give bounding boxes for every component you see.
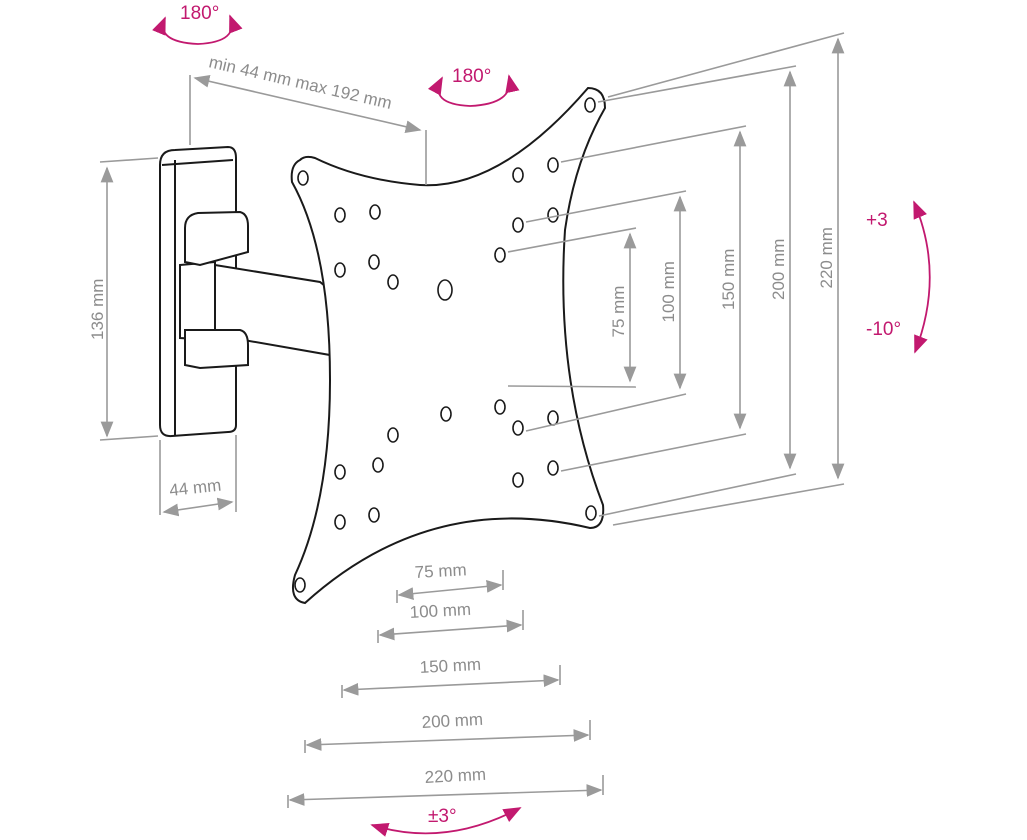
mounting-hole: [297, 170, 309, 186]
mounting-hole: [584, 97, 596, 113]
mounting-holes: [294, 97, 597, 593]
wall-plate-height-label: 136 mm: [88, 279, 107, 340]
arm-extension-label: min 44 mm max 192 mm: [207, 52, 394, 113]
vesa-horizontal-dim-line: [305, 729, 590, 751]
mounting-hole: [512, 167, 524, 183]
wall-plate-depth-label: 44 mm: [168, 476, 222, 500]
mounting-hole: [547, 410, 559, 426]
mounting-hole: [294, 577, 306, 593]
level-adjust-label: ±3°: [428, 806, 457, 827]
mounting-hole: [547, 460, 559, 476]
vesa-vertical-label: 150 mm: [719, 249, 738, 310]
vesa-horizontal-dim-line: [288, 784, 603, 806]
vesa-horizontal-label: 200 mm: [421, 710, 483, 732]
tilt-down-label: -10°: [866, 319, 901, 340]
mounting-hole: [368, 507, 380, 523]
arm-swivel-label: 180°: [180, 3, 219, 24]
arm-swivel-arrow: [152, 14, 243, 45]
mounting-hole: [368, 254, 380, 270]
vesa-plate: [290, 86, 607, 605]
plate-swivel-arrow: [427, 74, 520, 107]
level-adjust-arrow: [370, 807, 522, 837]
mounting-hole: [512, 420, 524, 436]
vesa-horizontal-dim-line: [397, 580, 503, 600]
mounting-hole: [547, 207, 559, 223]
tilt-up-label: +3: [866, 210, 888, 231]
swing-arm: [179, 210, 331, 370]
vesa-horizontal-label: 150 mm: [419, 655, 481, 677]
tilt-arrow: [913, 200, 931, 354]
plate-swivel-label: 180°: [452, 66, 491, 87]
mounting-hole: [547, 157, 559, 173]
mounting-hole: [369, 204, 381, 220]
mounting-hole: [494, 247, 506, 263]
vesa-horizontal-label: 100 mm: [409, 600, 471, 622]
vesa-vertical-label: 200 mm: [769, 239, 788, 300]
mounting-hole: [334, 262, 346, 278]
vesa-vertical-label: 100 mm: [659, 261, 678, 322]
vesa-vertical-label: 220 mm: [817, 227, 836, 288]
mounting-hole: [512, 472, 524, 488]
mounting-hole: [334, 464, 346, 480]
mounting-hole: [440, 406, 452, 422]
vesa-horizontal-dimensions: 75 mm 100 mm 150 mm 200 mm 220 mm: [287, 560, 604, 808]
mounting-hole: [494, 399, 506, 415]
vesa-horizontal-dim-line: [342, 674, 560, 696]
vesa-horizontal-label: 220 mm: [424, 765, 486, 787]
mounting-hole: [334, 514, 346, 530]
vesa-horizontal-label: 75 mm: [414, 560, 467, 582]
mounting-hole: [334, 207, 346, 223]
mounting-hole: [372, 457, 384, 473]
vesa-horizontal-dim-line: [378, 619, 523, 641]
mounting-hole: [387, 427, 399, 443]
mounting-hole: [512, 217, 524, 233]
mounting-hole: [585, 505, 597, 521]
mounting-hole: [387, 274, 399, 290]
center-hole: [437, 279, 453, 301]
vesa-vertical-dimensions: 75 mm 100 mm 150 mm 200 mm 220 mm: [507, 32, 845, 526]
vesa-vertical-label: 75 mm: [609, 286, 628, 338]
